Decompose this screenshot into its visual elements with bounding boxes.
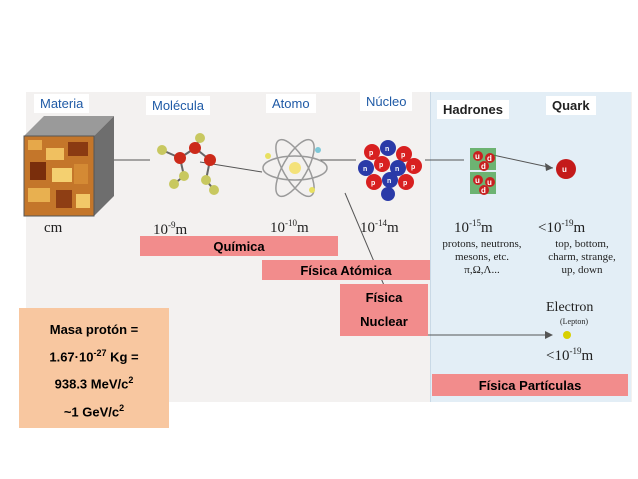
field-fisica-particulas: Física Partículas <box>432 374 628 396</box>
scale-electron: <10-19m <box>546 346 594 364</box>
molecule-icon <box>157 133 219 195</box>
mass-line-1: Masa protón = <box>49 322 139 337</box>
hadrones-label: Hadrones <box>437 100 509 119</box>
electron-label: Electron <box>546 300 594 315</box>
materia-label: Materia <box>34 94 90 113</box>
svg-text:u: u <box>475 152 480 161</box>
nucleus-icon: p p p p p p n n n n <box>358 140 422 201</box>
mass-line-3: 938.3 MeV/c2 <box>54 375 134 392</box>
svg-text:u: u <box>475 176 480 185</box>
svg-text:p: p <box>403 180 407 187</box>
scale-nucleus: 10-14m <box>360 218 399 236</box>
proton-mass-box: Masa protón = 1.67·10-27 Kg = 938.3 MeV/… <box>19 308 169 428</box>
scale-atom: 10-10m <box>270 218 309 236</box>
mass-line-4: ~1 GeV/c2 <box>63 402 125 419</box>
nucleo-label: Núcleo <box>360 92 413 111</box>
scale-quark: <10-19m <box>538 218 586 236</box>
hadron-description: protons, neutrons, mesons, etc. π,Ω,Λ... <box>442 238 522 276</box>
svg-text:n: n <box>395 166 399 173</box>
field-fisica-nuclear-line1: Física <box>365 290 403 305</box>
svg-text:p: p <box>401 152 405 159</box>
quark-icon: u <box>556 159 576 179</box>
field-quimica: Química <box>140 236 338 256</box>
atomo-label: Atomo <box>266 94 316 113</box>
scale-molecule: 10-9m <box>153 220 188 238</box>
molecula-label: Molécula <box>146 96 211 115</box>
particle-panel <box>430 92 631 402</box>
svg-text:u: u <box>487 178 492 187</box>
svg-text:u: u <box>562 165 567 174</box>
lepton-label: (Lepton) <box>560 317 588 326</box>
svg-text:p: p <box>371 180 375 187</box>
mass-line-2: 1.67·10-27 Kg = <box>49 348 139 365</box>
field-fisica-nuclear-line2: Nuclear <box>360 314 408 329</box>
svg-text:n: n <box>363 166 367 173</box>
svg-text:d: d <box>487 154 492 163</box>
matter-cube-icon <box>23 116 114 217</box>
svg-text:n: n <box>387 178 391 185</box>
svg-text:d: d <box>481 162 486 171</box>
electron-icon <box>563 331 571 339</box>
scale-cm: cm <box>44 220 63 236</box>
svg-text:d: d <box>481 186 486 195</box>
quark-label: Quark <box>546 96 596 115</box>
scale-hadron: 10-15m <box>454 218 493 236</box>
hadron-icon: u d d u u d <box>470 148 496 195</box>
quark-description: top, bottom, charm, strange, up, down <box>548 238 616 276</box>
svg-text:p: p <box>369 150 373 157</box>
atom-icon <box>262 138 328 198</box>
field-fisica-nuclear: Física Nuclear <box>340 284 428 336</box>
field-fisica-atomica: Física Atómica <box>262 260 430 280</box>
svg-text:p: p <box>411 164 415 171</box>
svg-text:p: p <box>379 162 383 169</box>
svg-text:n: n <box>385 146 389 153</box>
